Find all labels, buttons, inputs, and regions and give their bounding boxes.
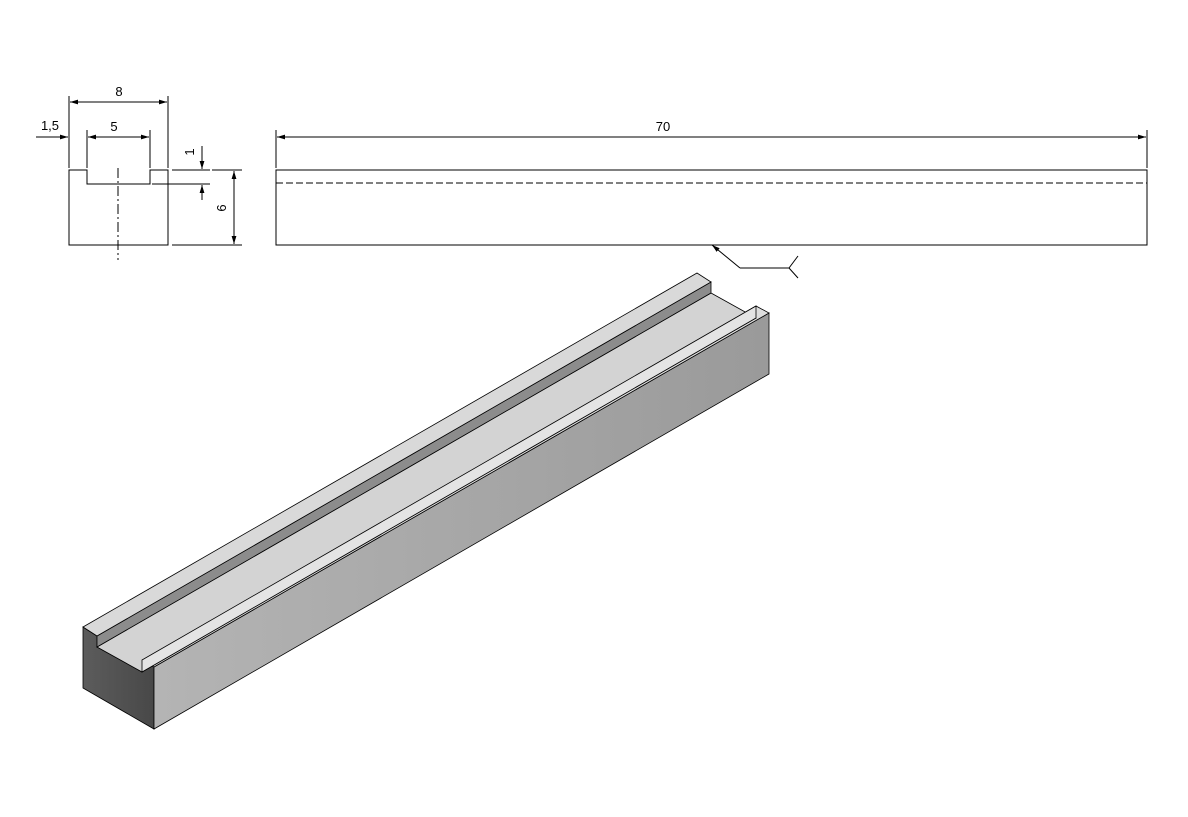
side-face <box>153 312 770 730</box>
dimension-groove-depth: 1 <box>152 146 210 200</box>
isometric-view <box>82 272 770 730</box>
dimension-length-label: 70 <box>656 119 670 134</box>
groove-floor <box>96 292 757 673</box>
dimension-edge-offset: 1,5 <box>36 118 68 140</box>
dimension-width-total-label: 8 <box>115 84 122 99</box>
dimension-groove-width-label: 5 <box>110 119 117 134</box>
side-view-outline <box>275 169 1148 246</box>
side-view: 70 <box>275 119 1148 279</box>
dimension-length: 70 <box>275 119 1148 168</box>
dimension-width-total: 8 <box>68 84 169 168</box>
profile-outline <box>68 169 169 246</box>
groove-wall-left <box>96 281 712 648</box>
dimension-height-label: 6 <box>214 204 229 211</box>
dimension-groove-width: 5 <box>86 119 151 168</box>
surface-finish-leader <box>711 244 799 279</box>
dimension-groove-depth-label: 1 <box>182 148 197 155</box>
dimension-height: 6 <box>172 169 242 246</box>
front-view: 8 5 1,5 1 6 <box>36 84 242 260</box>
groove-wall-right <box>141 305 757 673</box>
dimension-edge-offset-label: 1,5 <box>41 118 59 133</box>
top-lip-left <box>82 272 712 637</box>
